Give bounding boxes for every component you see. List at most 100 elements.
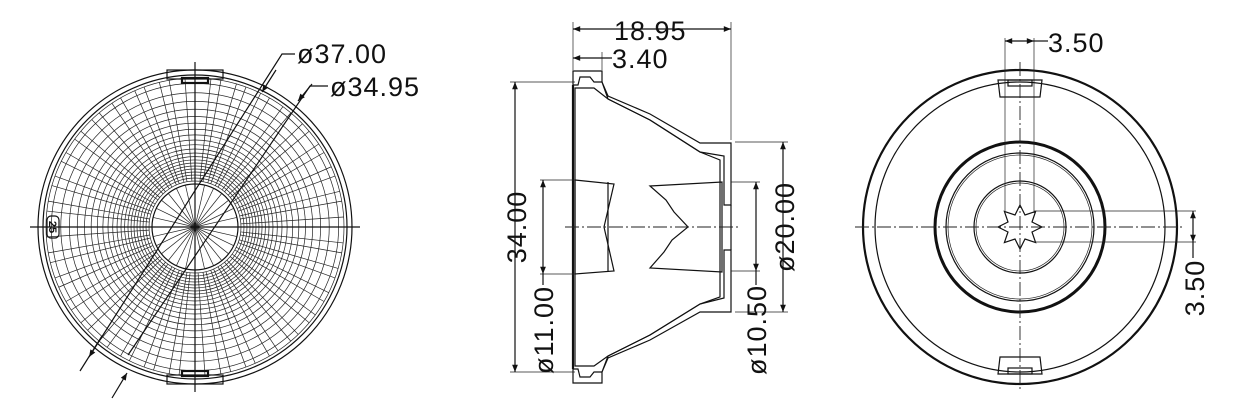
hub-ray [194,226,237,237]
front-view: 25 ø37.00 ø34.95 [30,39,420,399]
facet-spoke [230,130,310,198]
bottom-shell [601,249,732,373]
hub-ray [194,226,223,261]
dim-slot-width-label: 3.50 [1048,28,1105,58]
facet-spoke [231,253,316,316]
facet-spoke [239,239,339,269]
dim-slot-height-label: 3.50 [1180,260,1210,317]
hub-ray [153,226,196,237]
facet-spoke [50,237,151,264]
facet-spoke [134,90,177,186]
facet-spoke [199,78,212,182]
dim-10-5-label: ø10.50 [742,285,772,375]
facet-spoke [240,234,342,254]
facet-spoke [143,86,180,184]
facet-spoke [226,259,299,335]
facet-spoke [168,272,188,374]
facet-spoke [65,152,156,205]
facet-spoke [240,231,344,244]
facet-spoke [65,249,156,302]
facet-spoke [74,138,159,201]
facet-spoke [217,266,270,357]
facet-spoke [213,268,256,364]
facet-spoke [168,80,188,182]
facet-spoke [220,265,279,351]
dia37-leader [88,53,295,358]
hub-ray [194,226,229,255]
facet-spoke [210,86,247,184]
dim-34-label: 34.00 [502,191,532,264]
mark-box [46,215,60,239]
section-view: 18.95 3.40 34.00 ø11.00 ø20.00 ø10.50 [502,16,800,384]
hub-ray [185,185,196,228]
facet-spoke [214,93,261,186]
facet-spoke [210,270,247,368]
facet-spoke [80,130,160,198]
facet-spoke [184,78,193,182]
hub-ray [153,217,196,228]
hub-ray [176,226,196,266]
facet-spoke [197,272,206,376]
hub-ray [156,226,196,246]
facet-spoke [120,97,173,188]
hub-ray [194,208,234,228]
rear-view: 3.50 3.50 [855,28,1210,392]
facet-spoke [178,272,191,376]
dia37-label: ø37.00 [297,39,387,69]
hub-ray [167,193,196,228]
facet-spoke [217,97,270,188]
facet-spoke [236,246,329,293]
hub-ray [161,199,196,228]
hub-ray [194,199,229,228]
dia34-leader-tail [111,372,128,399]
facet-spoke [143,270,180,368]
facet-spoke [224,112,292,192]
dim-3-40-label: 3.40 [612,44,669,74]
facet-spoke [233,143,319,202]
facet-spoke [46,229,150,238]
hub-ray [194,226,234,246]
facet-spoke [234,249,325,302]
facet-spoke [238,175,336,212]
dim-20-label: ø20.00 [770,182,800,272]
facet-spoke [91,119,164,195]
facet-spoke [153,271,183,371]
facet-spoke [236,166,332,209]
top-shell [601,81,732,206]
dim-18-95-label: 18.95 [614,16,687,46]
dia34-label: ø34.95 [330,72,420,102]
facet-spoke [129,268,176,361]
hub-ray [194,188,214,228]
facet-spoke [54,175,152,212]
facet-spoke [48,234,150,254]
facet-spoke [98,262,166,342]
dim-11-label: ø11.00 [529,286,559,374]
facet-spoke [98,112,166,192]
facet-spoke [51,185,151,215]
facet-spoke [239,190,340,217]
facet-spoke [87,258,163,331]
bottom-flange [572,368,603,384]
facet-spoke [202,272,222,374]
top-flange [572,70,603,86]
facet-spoke [71,252,157,311]
facet-spoke [234,152,325,205]
facet-spoke [46,210,150,223]
hub-ray [185,226,196,269]
facet-spoke [111,103,170,189]
facet-spoke [58,245,154,288]
facet-spoke [54,242,152,279]
facet-spoke [106,263,169,348]
facet-spoke [227,123,303,196]
hub-ray [156,208,196,228]
mark-label: 25 [46,221,58,233]
hub-ray [161,226,196,255]
facet-spoke [230,256,310,324]
facet-spoke [240,216,344,225]
facet-spoke [224,262,292,342]
facet-spoke [240,200,342,220]
hub-ray [194,217,237,228]
hub-ray [194,226,214,266]
